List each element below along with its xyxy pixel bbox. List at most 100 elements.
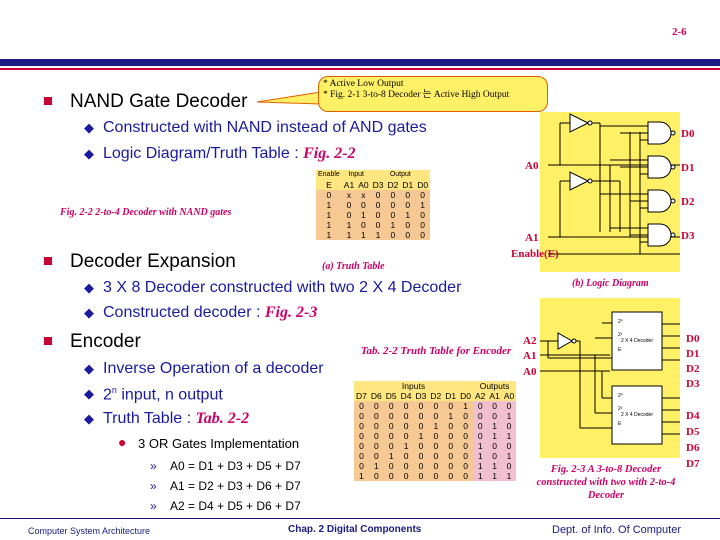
enc-sub3: Truth Table : Tab. 2-2 (103, 410, 249, 428)
table-cell: 0 (398, 401, 414, 411)
table-cell: 0 (443, 401, 459, 411)
fig23-diagram: 2⁰ 2¹ E 2 X 4 Decoder 2⁰ 2¹ E 2 X 4 Deco… (540, 298, 680, 458)
table-cell: 0 (413, 421, 429, 431)
exp-sub1: 3 X 8 Decoder constructed with two 2 X 4… (103, 279, 462, 296)
table-cell: 0 (375, 200, 381, 210)
table-cell: 0 (368, 431, 384, 441)
table-cell: 0 (458, 421, 473, 431)
bullet-square (44, 257, 52, 265)
table-cell: 0 (361, 220, 366, 230)
table-cell: 0 (383, 431, 399, 441)
table-cell: 1 (487, 421, 502, 431)
table-cell: 0 (390, 230, 396, 240)
table-cell: 1 (501, 431, 517, 441)
table-cell: 0 (383, 401, 399, 411)
diamond-bullet: ◆ (84, 386, 94, 401)
fig22-label-a0: A0 (525, 160, 539, 172)
table-cell: 0 (487, 411, 502, 421)
table-cell: 0 (398, 461, 414, 471)
tt22-head-output: Output (389, 171, 411, 178)
fig22-table-caption: (a) Truth Table (322, 261, 385, 272)
footer-center: Chap. 2 Digital Components (288, 524, 422, 535)
table-cell: 0 (383, 421, 399, 431)
table-cell: 0 (405, 220, 411, 230)
table-cell: 0 (368, 411, 384, 421)
table-cell: 1 (420, 200, 426, 210)
callout-note: * Active Low Output * Fig. 2-1 3-to-8 De… (318, 76, 548, 112)
tab22-col-header: D7 (356, 391, 367, 401)
tt22-head-enable: Enable (318, 171, 340, 178)
table-cell: 0 (473, 431, 488, 441)
table-cell: 0 (458, 461, 473, 471)
table-cell: 0 (443, 461, 459, 471)
table-cell: 0 (413, 461, 429, 471)
fig23-out-d7: D7 (686, 458, 700, 470)
table-cell: 0 (368, 401, 384, 411)
table-cell: 0 (354, 411, 369, 421)
fig22-label-enable: Enable(E) (511, 248, 559, 260)
table-cell: 1 (368, 461, 384, 471)
tab22-col-header: A1 (489, 391, 500, 401)
dot-bullet: ● (118, 434, 127, 450)
table-cell: 0 (458, 441, 473, 451)
table-cell: 0 (443, 471, 459, 481)
table-cell: 0 (346, 210, 352, 220)
top-rule (0, 59, 720, 66)
diamond-bullet: ◆ (84, 361, 94, 376)
table-cell: 0 (501, 441, 517, 451)
enc-sub2-base: 2 (103, 386, 112, 404)
table-cell: 0 (375, 190, 381, 200)
table-cell: 0 (413, 401, 429, 411)
table-cell: 0 (458, 471, 473, 481)
tab22-col-header: D2 (430, 391, 442, 401)
table-cell: 1 (501, 471, 517, 481)
enc-sub2-rest: input, n output (116, 386, 223, 404)
table-cell: 0 (487, 451, 502, 461)
table-cell: 0 (420, 190, 426, 200)
bullet-square (44, 97, 52, 105)
table-cell: 0 (420, 230, 426, 240)
tab22-col-header: A0 (503, 391, 515, 401)
diamond-bullet: ◆ (84, 146, 94, 161)
fig23-box-top: 2 X 4 Decoder (621, 338, 653, 344)
table-cell: 1 (458, 401, 473, 411)
tt22-col-header: D1 (402, 180, 414, 190)
table-cell: 1 (473, 471, 488, 481)
fig23-in-a1: A1 (523, 350, 537, 362)
table-cell: 1 (487, 471, 502, 481)
eq-a0: A0 = D1 + D3 + D5 + D7 (170, 459, 301, 473)
table-cell: x (346, 190, 352, 200)
table-cell: 0 (420, 210, 426, 220)
table-cell: 0 (428, 451, 444, 461)
raquo: » (150, 459, 157, 473)
table-cell: 0 (368, 451, 384, 461)
table-cell: 0 (458, 451, 473, 461)
table-cell: 0 (501, 401, 517, 411)
table-cell: 0 (354, 431, 369, 441)
table-cell: 0 (501, 461, 517, 471)
table-cell: 0 (413, 441, 429, 451)
page-number: 2-6 (672, 26, 687, 38)
top-rule-accent (0, 68, 720, 70)
fig22-label-d3: D3 (681, 230, 695, 242)
fig23-pin1-bot: 2¹ (618, 406, 623, 412)
table-cell: 1 (326, 230, 332, 240)
table-cell: 0 (405, 230, 411, 240)
enc-sub3-text: Truth Table : (103, 410, 196, 427)
tt22-head-input: Input (348, 171, 364, 178)
tab22-head-outputs: Outputs (479, 381, 510, 391)
table-cell: 0 (375, 220, 381, 230)
callout-line-1: * Active Low Output (323, 79, 404, 89)
table-cell: 0 (413, 471, 429, 481)
fig23-out-d1: D1 (686, 348, 700, 360)
table-cell: 1 (413, 431, 429, 441)
table-cell: 0 (413, 451, 429, 461)
table-cell: 0 (428, 401, 444, 411)
footer-rule (0, 518, 720, 519)
table-cell: 0 (487, 441, 502, 451)
